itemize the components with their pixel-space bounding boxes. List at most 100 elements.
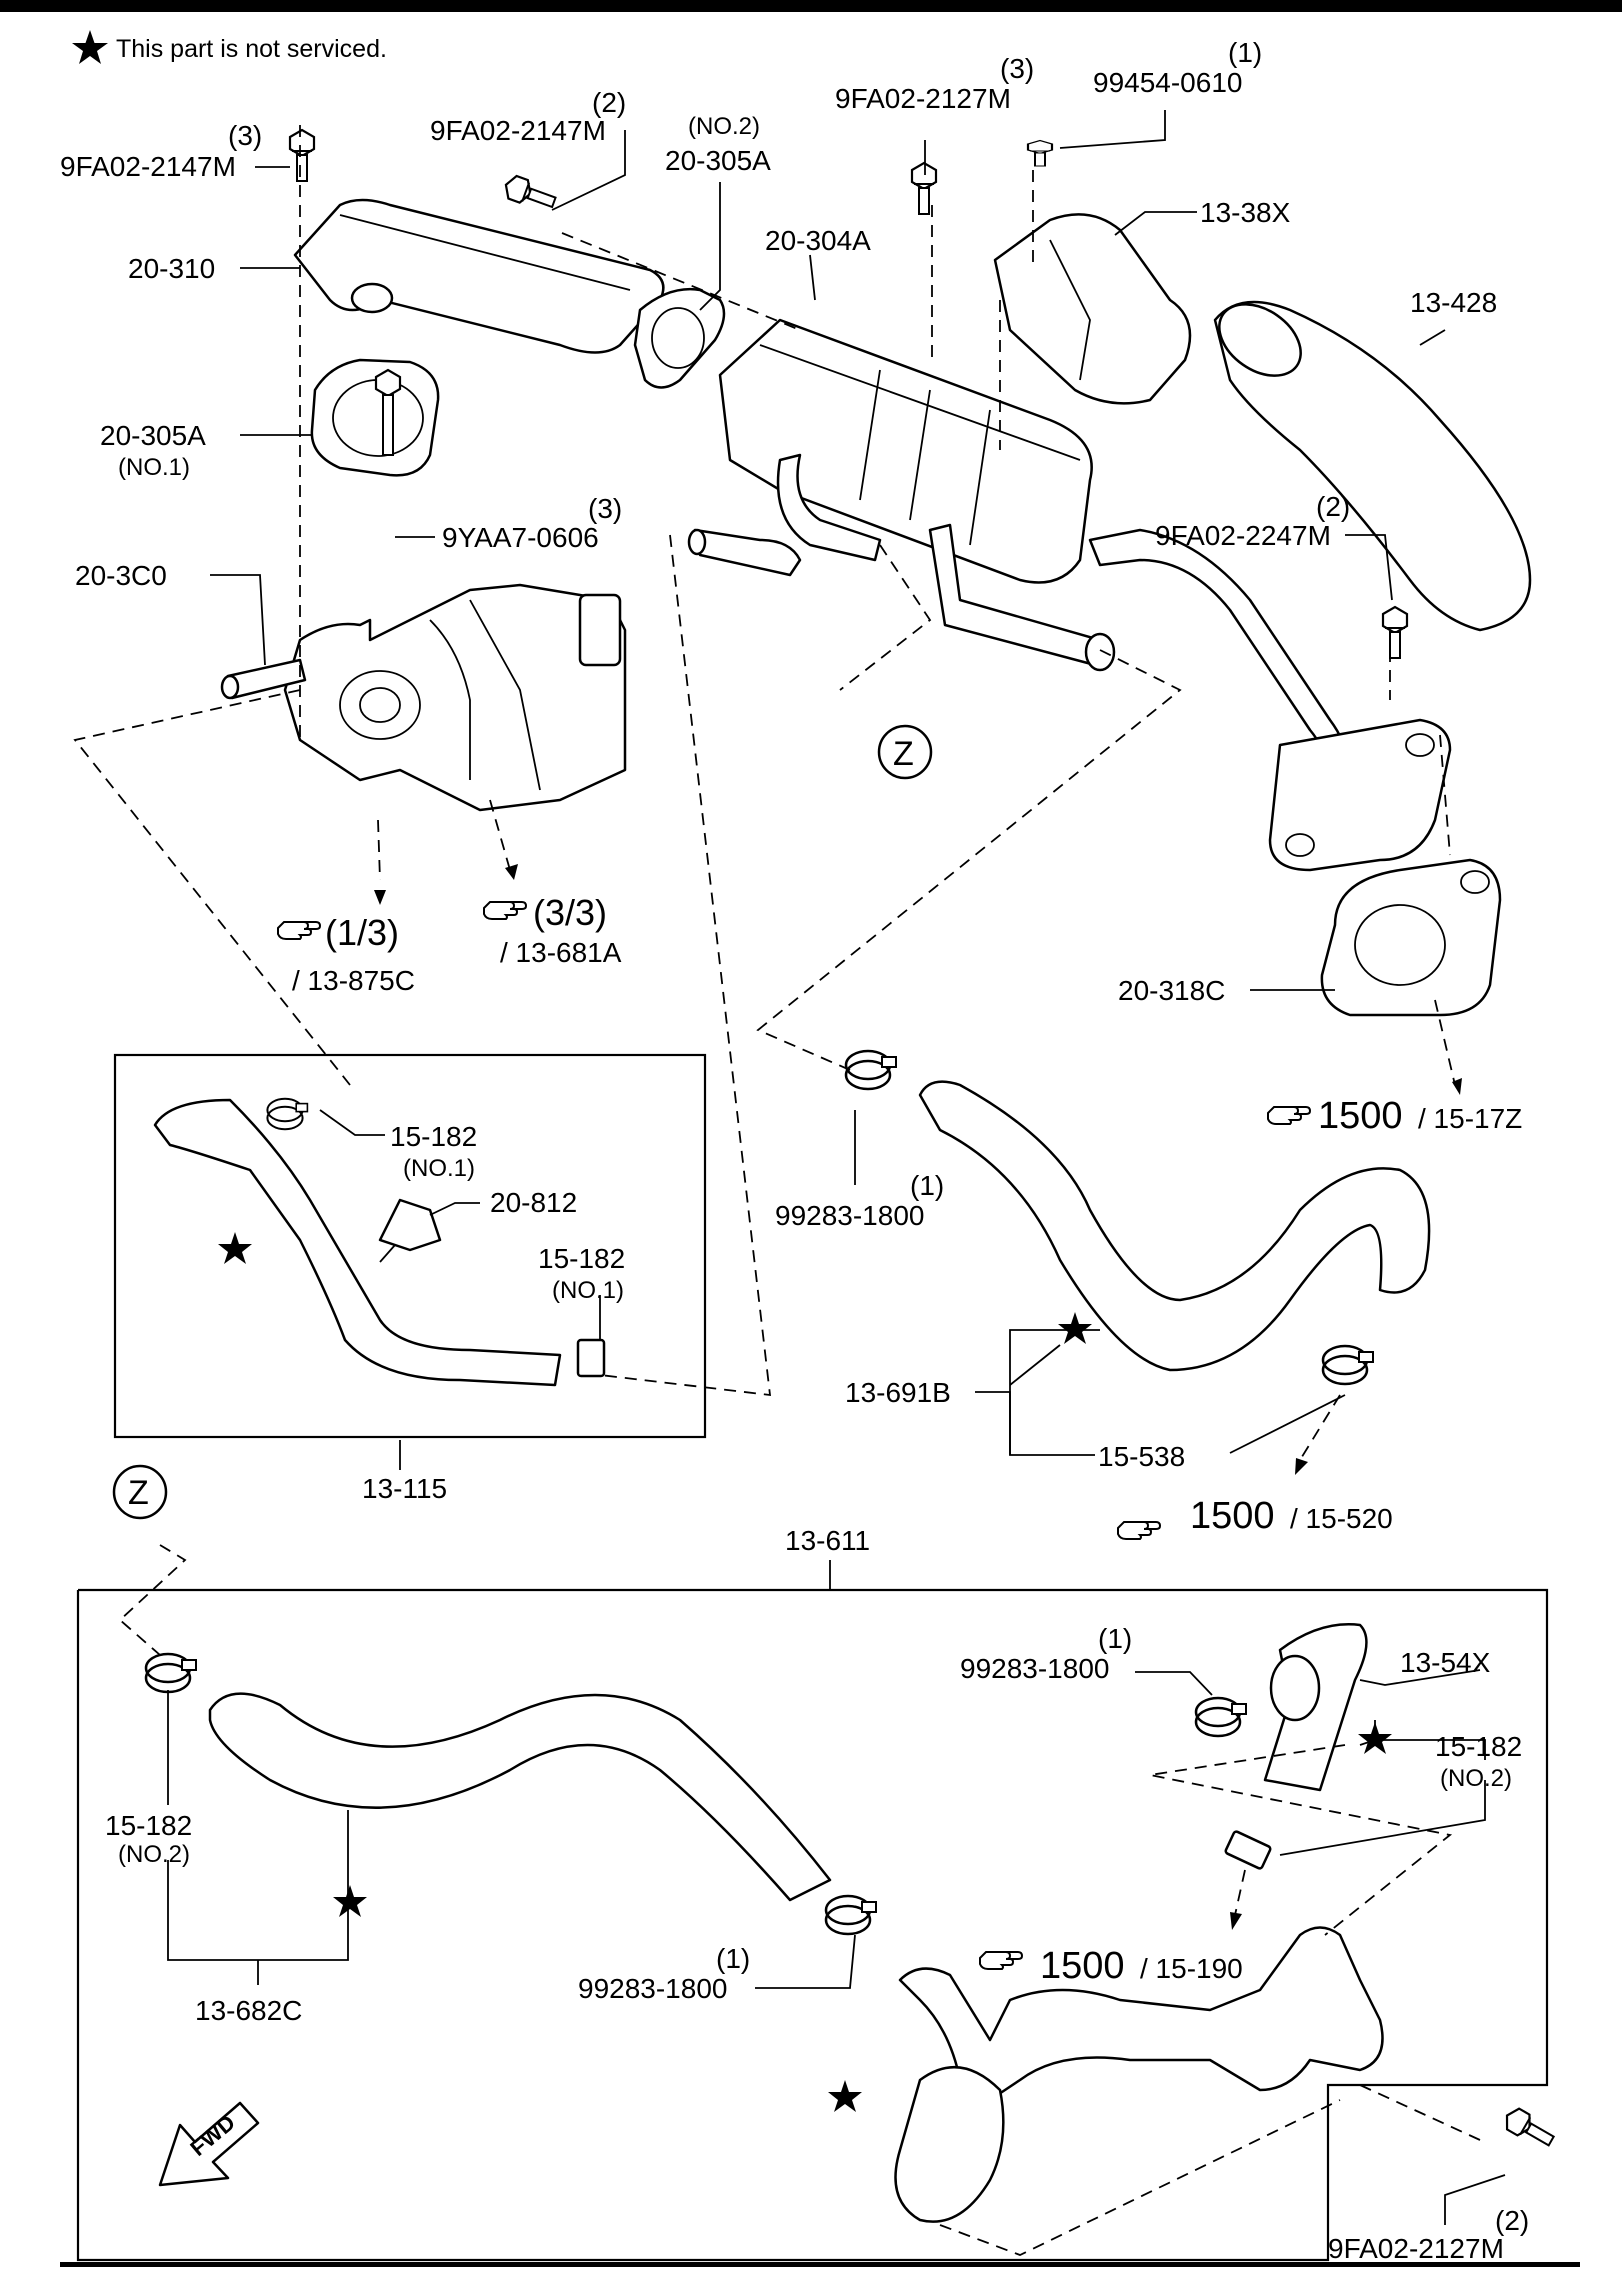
label-20-310: 20-310: [128, 253, 215, 284]
reference-hand-icon: [483, 901, 527, 920]
bolt-icon: [374, 368, 402, 456]
qty-9fa02-2147m-a: (3): [228, 120, 262, 151]
label-13-38x: 13-38X: [1200, 197, 1291, 228]
label-9fa02-2127m-a: 9FA02-2127M: [835, 83, 1011, 114]
label-15-538: 15-538: [1098, 1441, 1185, 1472]
bolt-icon: [1499, 2104, 1559, 2153]
qty-9fa02-2127m-b: (2): [1495, 2205, 1529, 2236]
fwd-arrow-icon: [158, 2101, 260, 2187]
egr-pipe-20-310: [293, 198, 665, 354]
note-15-182-no2-a: (NO.2): [1440, 1765, 1512, 1792]
ref-3-3-small: / 13-681A: [500, 937, 622, 968]
note-15-182-no1-b: (NO.1): [552, 1277, 624, 1304]
label-15-182-no1-a: 15-182: [390, 1121, 477, 1152]
egr-flange: [1268, 718, 1452, 872]
note-20-305a-no1: (NO.1): [118, 454, 190, 481]
reference-hand-icon: [1117, 1521, 1161, 1540]
qty-9fa02-2147m-b: (2): [592, 87, 626, 118]
egr-cooler-20-304a: [718, 318, 1093, 584]
qty-9fa02-2247m: (2): [1316, 491, 1350, 522]
label-15-182-no1-b: 15-182: [538, 1243, 625, 1274]
gasket-20-305a-no2: [633, 288, 726, 389]
qty-99283-1800-b: (1): [1098, 1623, 1132, 1654]
bolt-icon: [288, 128, 316, 183]
hose-13-691b: [918, 1080, 1431, 1372]
clamp-icon: [144, 1652, 198, 1694]
egr-valve-20-3c0: [283, 583, 627, 812]
qty-99283-1800-c: (1): [716, 1943, 750, 1974]
label-15-182-no2-a: 15-182: [1435, 1731, 1522, 1762]
ref-15-17z-big: 1500: [1318, 1095, 1403, 1137]
connector-20-812: [378, 1198, 442, 1252]
leader-lines: [167, 110, 1506, 2225]
legend-note: This part is not serviced.: [116, 35, 387, 63]
label-z-top: Z: [893, 735, 914, 773]
legend: This part is not serviced.: [72, 30, 387, 64]
ref-15-190-small: / 15-190: [1140, 1953, 1243, 1984]
label-20-812: 20-812: [490, 1187, 577, 1218]
cooler-tube: [776, 453, 882, 562]
label-20-305a-no1: 20-305A: [100, 420, 206, 451]
clamp-icon: [266, 1097, 309, 1131]
ref-15-520-big: 1500: [1190, 1495, 1275, 1537]
clamp-icon: [1321, 1344, 1375, 1386]
frame-13-611: [76, 1588, 1549, 2262]
label-13-691b: 13-691B: [845, 1377, 951, 1408]
clip-15-182: [576, 1338, 606, 1378]
not-serviced-markers: [218, 1232, 1392, 2112]
clamp-icon: [824, 1894, 878, 1936]
label-99283-1800-c: 99283-1800: [578, 1973, 727, 2004]
ref-15-190-big: 1500: [1040, 1945, 1125, 1987]
ref-3-3-big: (3/3): [533, 892, 607, 933]
label-15-182-no2-b: 15-182: [105, 1810, 192, 1841]
gasket-20-318c: [1320, 858, 1502, 1017]
ref-circle-z-bottom: [112, 1464, 168, 1520]
bolt-icon: [1381, 605, 1409, 660]
label-99283-1800-b: 99283-1800: [960, 1653, 1109, 1684]
label-20-3c0: 20-3C0: [75, 560, 167, 591]
star-icon: [333, 1885, 367, 1917]
clamp-icon: [844, 1049, 898, 1091]
label-13-115: 13-115: [362, 1473, 447, 1504]
parts-artwork: [144, 128, 1559, 2223]
label-20-318c: 20-318C: [1118, 975, 1225, 1006]
label-9fa02-2147m-a: 9FA02-2147M: [60, 151, 236, 182]
qty-9yaa7-0606: (3): [588, 493, 622, 524]
star-icon: [828, 2080, 862, 2112]
frames: [73, 125, 1549, 2262]
qty-99283-1800-a: (1): [910, 1170, 944, 1201]
reference-hand-icon: [1267, 1106, 1311, 1125]
label-99454-0610: 99454-0610: [1093, 67, 1242, 98]
label-z-bottom: Z: [128, 1474, 149, 1512]
label-13-54x: 13-54X: [1400, 1647, 1491, 1678]
bolt-icon: [500, 172, 560, 215]
clamp-icon: [1194, 1696, 1248, 1738]
ref-15-17z-small: / 15-17Z: [1418, 1103, 1522, 1134]
frame-13-115: [113, 1053, 707, 1439]
bottom-rule: [60, 2262, 1580, 2267]
ref-1-3-big: (1/3): [325, 912, 399, 953]
label-20-305a-no2: 20-305A: [665, 145, 771, 176]
top-rule: [0, 0, 1622, 12]
label-20-304a: 20-304A: [765, 225, 871, 256]
clip-15-182: [1224, 1830, 1272, 1870]
label-13-428: 13-428: [1410, 287, 1497, 318]
ref-circle-z-top: [877, 724, 933, 780]
label-99283-1800-a: 99283-1800: [775, 1200, 924, 1231]
hose-13-428: [1213, 300, 1532, 632]
reference-hand-icon: [979, 1951, 1023, 1970]
qty-9fa02-2127m-a: (3): [1000, 53, 1034, 84]
hose-13-115: [153, 1098, 562, 1387]
star-icon: [218, 1232, 252, 1264]
note-15-182-no1-a: (NO.1): [403, 1155, 475, 1182]
ref-1-3-small: / 13-875C: [292, 965, 415, 996]
note-15-182-no2-b: (NO.2): [118, 1841, 190, 1868]
label-9fa02-2147m-b: 9FA02-2147M: [430, 115, 606, 146]
star-icon: [1058, 1312, 1092, 1344]
nut-icon: [1026, 139, 1054, 168]
star-icon: [72, 30, 108, 64]
heat-shield: [894, 2065, 1005, 2223]
hose-13-682c: [208, 1692, 832, 1902]
label-9yaa7-0606: 9YAA7-0606: [442, 522, 599, 553]
reference-hand-icon: [277, 921, 321, 940]
